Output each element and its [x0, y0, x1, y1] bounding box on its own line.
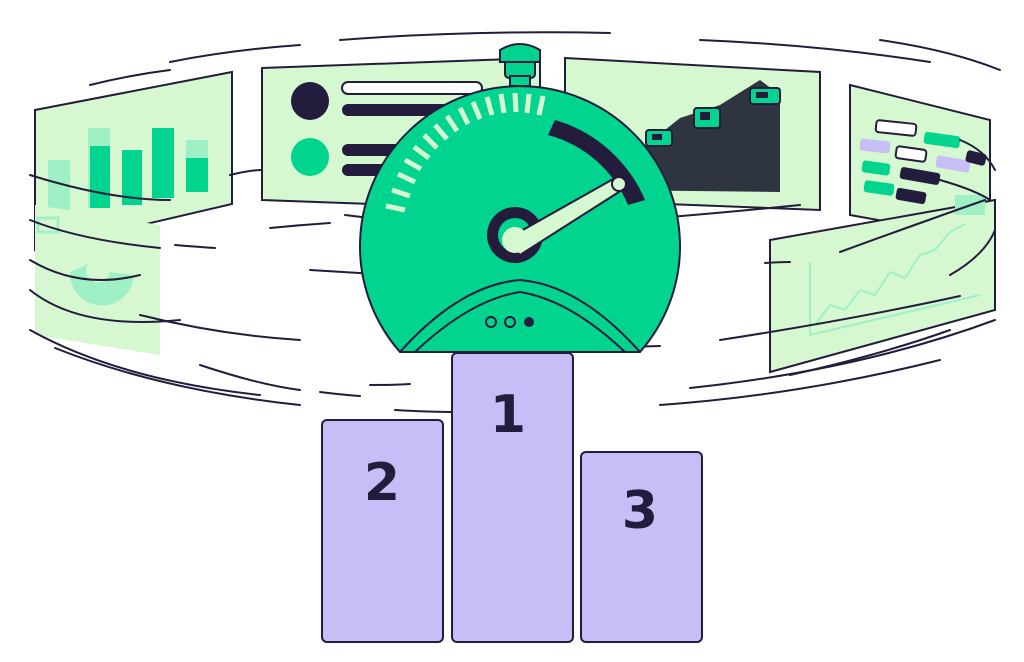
podium-label-third: 3: [622, 481, 658, 541]
podium-icon: 2 1 3: [321, 352, 703, 643]
gauge-ticks: [385, 92, 546, 213]
stopwatch-gauge-icon: [359, 43, 681, 353]
podium-third-place: 3: [580, 451, 703, 643]
gauge-indicator-dots: [485, 316, 534, 328]
line-chart-panel-icon: [769, 195, 996, 374]
podium-label-first: 1: [490, 385, 526, 445]
bar-chart-panel-icon: [34, 70, 233, 252]
podium-second-place: 2: [321, 419, 444, 643]
speed-lines-back: [89, 31, 1001, 86]
podium-label-second: 2: [364, 453, 400, 513]
speed-lines-mid: [29, 139, 996, 413]
podium-first-place: 1: [451, 352, 574, 643]
